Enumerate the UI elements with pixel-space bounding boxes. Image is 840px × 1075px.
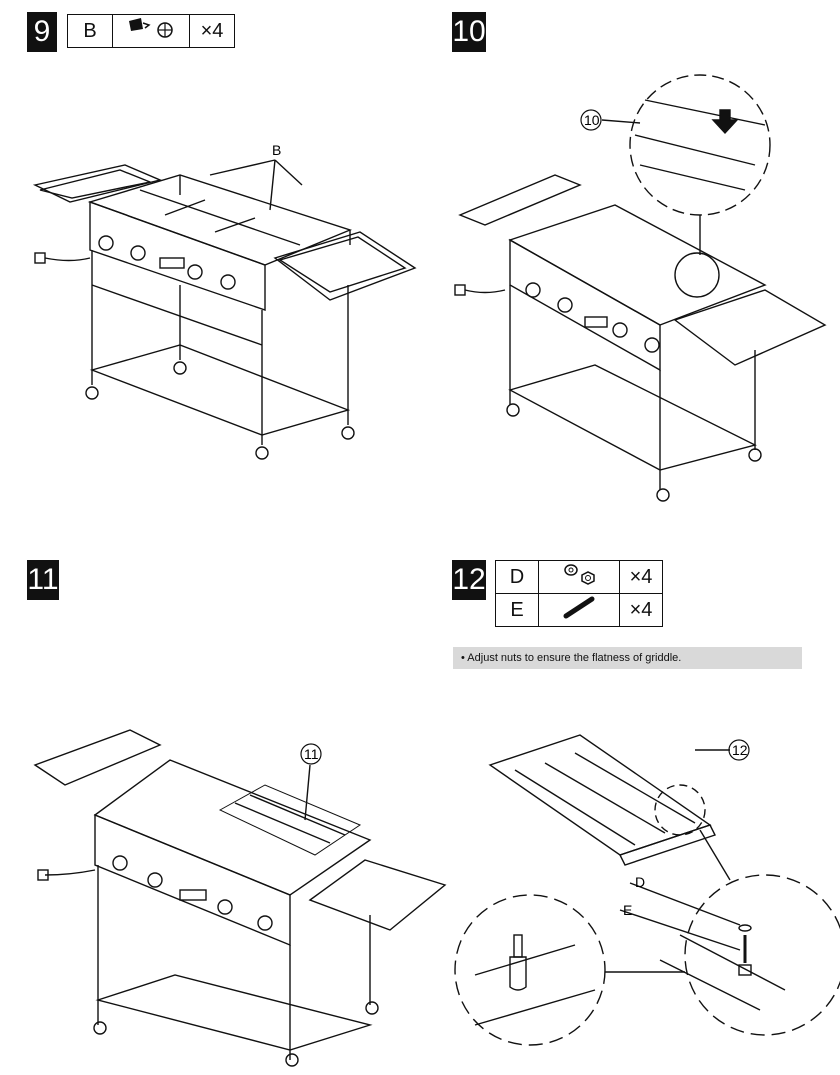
part-letter: B <box>67 14 113 48</box>
nut-washer-icon <box>538 560 620 594</box>
grill-illustration-step10: 10 <box>454 74 827 502</box>
grill-illustration-step11: 11 <box>33 729 447 1067</box>
callout-11: 11 <box>304 746 319 762</box>
grill-illustration-step9: B <box>32 142 417 460</box>
screw-icon <box>112 14 190 48</box>
part-qty: ×4 <box>619 593 663 627</box>
part-qty: ×4 <box>189 14 235 48</box>
parts-table-step12: D ×4 E ×4 <box>495 560 663 627</box>
part-letter: E <box>495 593 539 627</box>
step-number-12: 12 <box>452 560 486 600</box>
callout-10: 10 <box>584 112 600 128</box>
label-d: D <box>635 874 645 890</box>
label-b: B <box>272 142 281 158</box>
callout-12: 12 <box>732 742 748 758</box>
parts-table-step9: B ×4 <box>67 14 235 48</box>
part-qty: ×4 <box>619 560 663 594</box>
note-adjust-nuts: • Adjust nuts to ensure the flatness of … <box>453 647 802 669</box>
griddle-illustration-step12: 12 D E <box>454 734 840 1046</box>
label-e: E <box>623 902 632 918</box>
bolt-icon <box>538 593 620 627</box>
step-number-11: 11 <box>27 560 59 600</box>
step-number-10: 10 <box>452 12 486 52</box>
step-number-9: 9 <box>27 12 57 52</box>
part-letter: D <box>495 560 539 594</box>
